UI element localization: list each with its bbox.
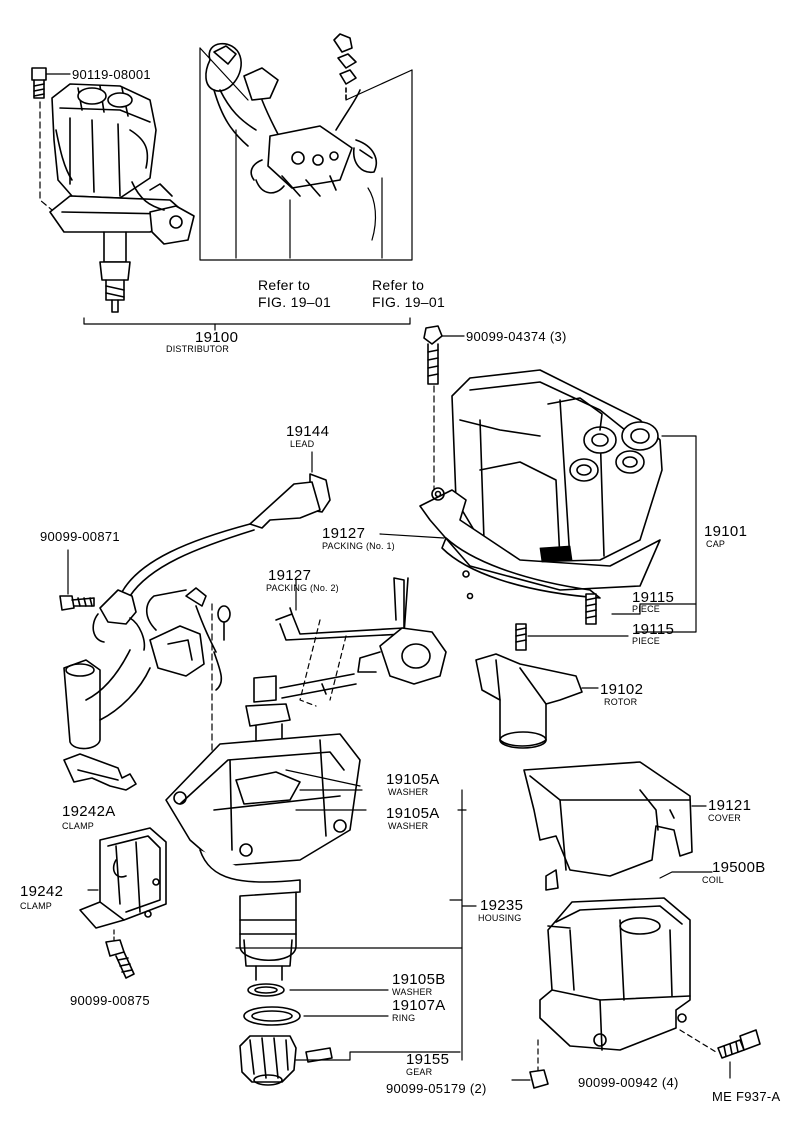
small-parts-drawing: [240, 984, 460, 1085]
coil-part-number: 19500B: [712, 859, 766, 876]
piece-b-part-number: 19115: [632, 621, 675, 638]
packing-no1-part-name: PACKING (No. 1): [322, 541, 395, 551]
rotor-part-number: 19102: [600, 681, 644, 698]
washer-a-part-name: WASHER: [388, 787, 429, 797]
clamp-a-part-name: CLAMP: [62, 821, 95, 831]
figure-code: ME F937-A: [712, 1089, 781, 1104]
refer-left-line2: FIG. 19–01: [258, 294, 332, 310]
pin-part-number: 90099-05179 (2): [386, 1081, 487, 1096]
vacuum-advancer-drawing: [280, 620, 446, 706]
washer-c-part-number: 19105B: [392, 971, 446, 988]
refer-right-line1: Refer to: [372, 277, 425, 293]
cap-part-number: 19101: [704, 523, 748, 540]
coil-screw-drawing: [680, 1030, 760, 1078]
lead-part-name: LEAD: [290, 439, 315, 449]
gear-part-name: GEAR: [406, 1067, 433, 1077]
distributor-part-name: DISTRIBUTOR: [166, 344, 230, 354]
lead-bolt-drawing: [60, 550, 94, 610]
housing-drawing: [166, 676, 462, 980]
washer-b-part-number: 19105A: [386, 805, 440, 822]
clamp-drawing: [80, 828, 166, 928]
wiring-harness-drawing: [200, 34, 412, 260]
clamp-bolt-part-number: 90099-00875: [70, 993, 150, 1008]
coil-nut-drawing: [512, 1070, 548, 1088]
coil-cover-drawing: [524, 762, 706, 890]
lead-drawing: [93, 452, 330, 642]
ignition-coil-drawing: [538, 872, 712, 1074]
coil-part-name: COIL: [702, 875, 724, 885]
clamp-part-number: 19242: [20, 883, 64, 900]
clamp-a-drawing: [64, 754, 136, 790]
washer-a-part-number: 19105A: [386, 771, 440, 788]
washer-leaders: [296, 790, 466, 1060]
washer-b-part-name: WASHER: [388, 821, 429, 831]
distributor-leader-bracket: [84, 318, 410, 330]
coil-screw-part-number: 90099-00942 (4): [578, 1075, 679, 1090]
piece-springs-drawing: [516, 594, 628, 650]
gear-part-number: 19155: [406, 1051, 450, 1068]
lead-bolt-part-number: 90099-00871: [40, 529, 120, 544]
packing-no1-part-number: 19127: [322, 525, 366, 542]
lead-part-number: 19144: [286, 423, 330, 440]
distributor-assembly-drawing: [32, 68, 194, 312]
piece-b-part-name: PIECE: [632, 636, 661, 646]
clamp-a-part-number: 19242A: [62, 803, 116, 820]
piece-a-part-number: 19115: [632, 589, 675, 606]
cover-part-name: COVER: [708, 813, 742, 823]
cap-screw-part-number: 90099-04374 (3): [466, 329, 567, 344]
ring-part-number: 19107A: [392, 997, 446, 1014]
refer-right-line2: FIG. 19–01: [372, 294, 446, 310]
housing-part-number: 19235: [480, 897, 524, 914]
distributor-cap-drawing: [380, 326, 696, 632]
cap-part-name: CAP: [706, 539, 726, 549]
ring-part-name: RING: [392, 1013, 416, 1023]
packing-no2-part-name: PACKING (No. 2): [266, 583, 339, 593]
bolt-top-part-number: 90119-08001: [72, 67, 151, 82]
packing-no2-part-number: 19127: [268, 567, 312, 584]
refer-left-line1: Refer to: [258, 277, 311, 293]
rotor-drawing: [476, 654, 598, 748]
washer-c-part-name: WASHER: [392, 987, 433, 997]
cover-part-number: 19121: [708, 797, 752, 814]
clamp-bolt-drawing: [106, 930, 134, 978]
distributor-part-number: 19100: [195, 329, 239, 346]
condenser-drawing: [64, 588, 230, 840]
refer-leaders: [200, 48, 248, 100]
clamp-part-name: CLAMP: [20, 901, 53, 911]
housing-part-name: HOUSING: [478, 913, 522, 923]
rotor-part-name: ROTOR: [604, 697, 638, 707]
piece-a-part-name: PIECE: [632, 604, 661, 614]
